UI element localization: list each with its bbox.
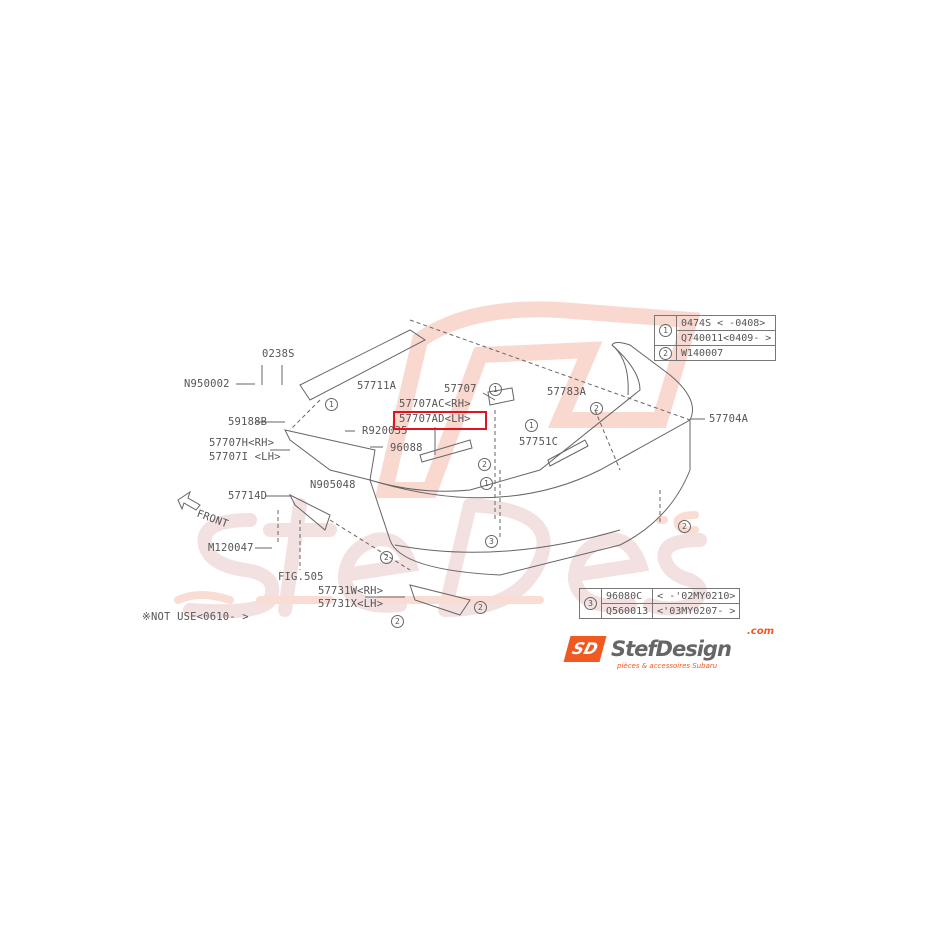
- logo-suffix: .com: [747, 626, 775, 637]
- label-96088: 96088: [390, 442, 423, 454]
- label-not-use-note: ※NOT USE<0610- >: [142, 611, 249, 623]
- label-57707ad: 57707AD<LH>: [399, 413, 471, 425]
- table-part: 96080C: [600, 588, 654, 604]
- highlight-box: [393, 411, 487, 430]
- table-part: W140007: [681, 347, 724, 359]
- label-0238s: 0238S: [262, 348, 295, 360]
- table-range: < -'02MY0210>: [652, 588, 741, 604]
- callout-1: 1: [480, 477, 493, 490]
- callout-2: 2: [380, 551, 393, 564]
- label-57704a: 57704A: [709, 413, 749, 425]
- label-n905048: N905048: [310, 479, 356, 491]
- table-ref: 3: [584, 597, 597, 610]
- stefdesign-logo: SD .com StefDesign pièces & accessoires …: [563, 626, 789, 672]
- fastener-table-1-2: 1 0474S < -0408> Q740011<0409- > 2 W140007: [654, 315, 777, 361]
- logo-tagline: pièces & accessoires Subaru: [617, 662, 718, 670]
- label-57731x: 57731X<LH>: [318, 598, 384, 610]
- label-n950002: N950002: [184, 378, 230, 390]
- label-57707ac: 57707AC<RH>: [399, 398, 471, 410]
- label-59188b: 59188B: [228, 416, 268, 428]
- table-range: <0409- >: [723, 332, 772, 344]
- callout-3: 3: [485, 535, 498, 548]
- label-fig505: FIG.505: [278, 571, 324, 583]
- label-57711a: 57711A: [357, 380, 397, 392]
- callout-2: 2: [478, 458, 491, 471]
- label-57731w: 57731W<RH>: [318, 585, 384, 597]
- label-57714d: 57714D: [228, 490, 268, 502]
- callout-2: 2: [391, 615, 404, 628]
- label-57707i: 57707I <LH>: [209, 451, 281, 463]
- table-part: Q560013: [600, 603, 654, 619]
- logo-mark: SD: [563, 636, 607, 662]
- label-57707h: 57707H<RH>: [209, 437, 275, 449]
- label-m120047: M120047: [208, 542, 254, 554]
- label-57783a: 57783A: [547, 386, 587, 398]
- table-range: <'03MY0207- >: [652, 603, 741, 619]
- callout-2: 2: [474, 601, 487, 614]
- label-r920035: R920035: [362, 425, 408, 437]
- table-part: Q740011: [681, 332, 724, 344]
- callout-1: 1: [525, 419, 538, 432]
- table-part: 0474S: [681, 317, 712, 329]
- label-57707: 57707: [444, 383, 477, 395]
- callout-2: 2: [590, 402, 603, 415]
- table-ref: 1: [659, 324, 672, 337]
- table-range: < -0408>: [717, 317, 766, 329]
- logo-brand: StefDesign: [611, 637, 732, 661]
- callout-2: 2: [678, 520, 691, 533]
- callout-1: 1: [489, 383, 502, 396]
- label-57751c: 57751C: [519, 436, 559, 448]
- table-ref: 2: [659, 346, 672, 360]
- callout-1: 1: [325, 398, 338, 411]
